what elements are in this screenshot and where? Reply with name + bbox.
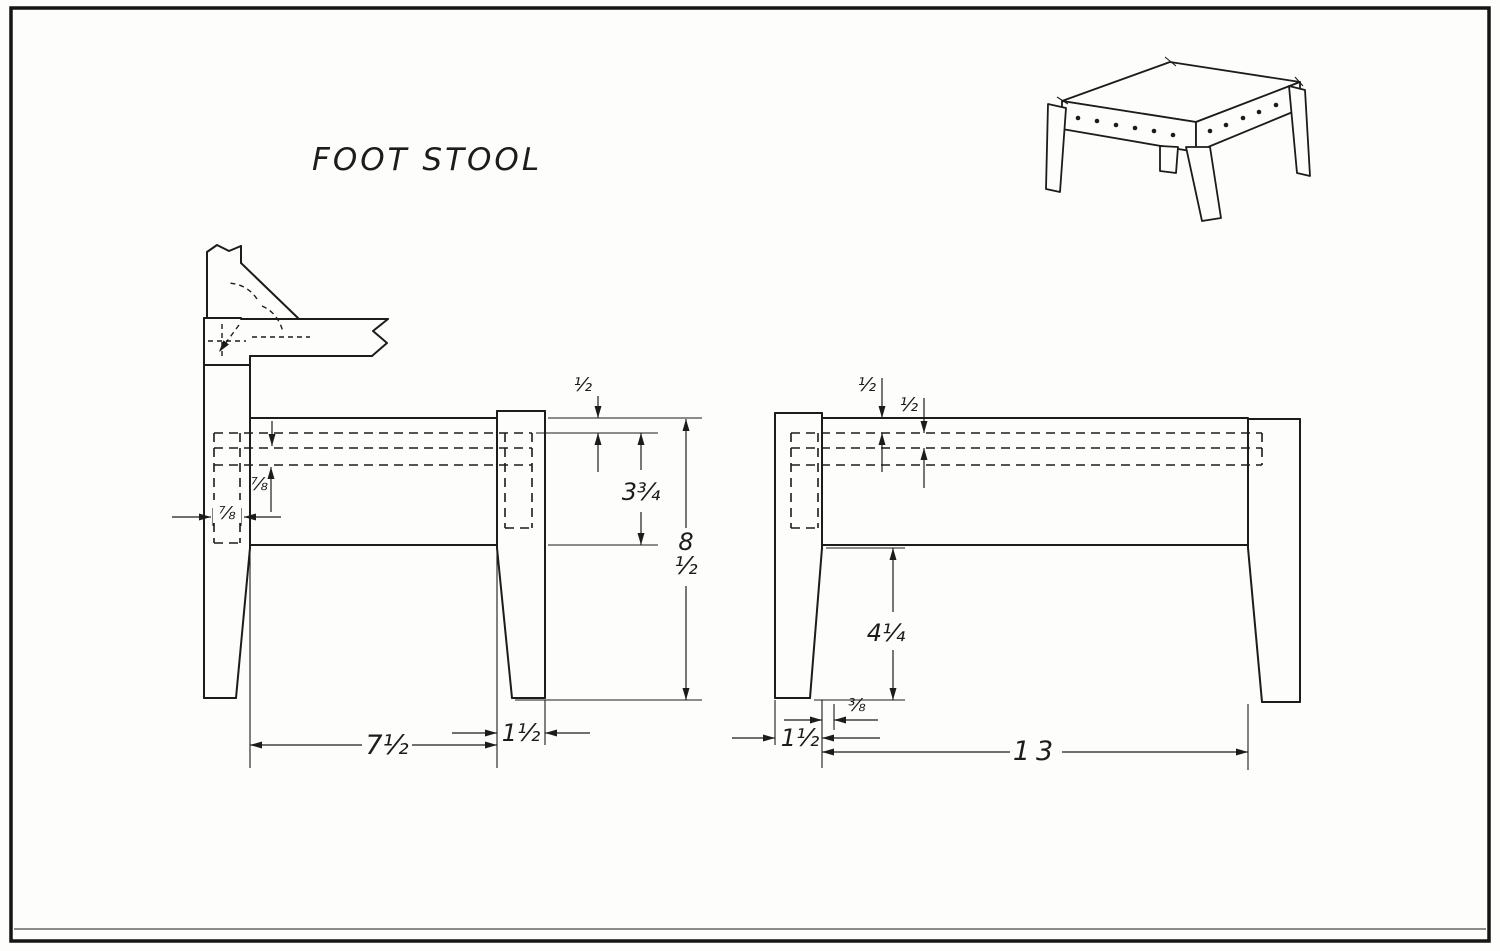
dim-label-setback-a: ½ — [858, 374, 877, 396]
dim-label-setback: ½ — [574, 374, 593, 396]
dim-label-span: 7½ — [365, 730, 408, 761]
side-elevation: ½ ½ 4¼ ⅜ 1½ 13 — [732, 374, 1301, 770]
screw-hidden-line — [227, 282, 258, 300]
border-frame — [9, 6, 1491, 943]
dim-label-offset: ⅜ — [848, 695, 866, 716]
dim-setback-half-a: ½ — [858, 374, 886, 472]
front-leg — [1185, 146, 1222, 222]
dim-span-7-1-2: 7½ — [250, 730, 497, 761]
dim-label-rail-width: 3¾ — [622, 478, 661, 506]
dim-label-leg-thickness: 1½ — [502, 719, 541, 747]
dim-label-setback-b: ½ — [900, 394, 919, 416]
dim-setback-half: ½ — [574, 374, 602, 472]
dim-label-leg-thickness: 1½ — [781, 724, 820, 752]
right-leg-outline — [1247, 418, 1301, 703]
dim-label-mortise-width: ⅞ — [218, 503, 236, 524]
break-line — [371, 318, 389, 357]
right-leg — [1288, 85, 1311, 177]
dim-label-tenon: ⅞ — [251, 474, 269, 495]
dim-offset: ⅜ — [784, 695, 878, 724]
back-leg — [1159, 145, 1179, 174]
extension-lines — [774, 547, 1249, 770]
corner-brace — [240, 262, 300, 320]
corner-joint-detail — [203, 244, 389, 366]
pictorial-sketch — [1045, 56, 1311, 222]
dim-rail-width: 3¾ — [622, 433, 661, 545]
hidden-tenon-lines — [213, 432, 533, 544]
left-leg — [1045, 103, 1067, 193]
dim-leg-thickness-left: 1½ — [452, 719, 590, 747]
dim-setback-half-b: ½ — [900, 394, 928, 488]
extension-lines — [249, 417, 702, 768]
right-leg-outline — [496, 410, 546, 699]
dim-mortise-width: ⅞ — [172, 500, 281, 526]
drawing-title: FOOT STOOL — [312, 142, 542, 178]
seat-rail-outline — [821, 417, 1249, 546]
dim-leg-clear: 4¼ — [867, 548, 906, 700]
hidden-tenon-lines — [790, 432, 1263, 529]
upholstery-tacks — [1075, 102, 1279, 138]
dim-tenon: ⅞ — [251, 421, 276, 512]
left-leg-outline — [774, 412, 823, 699]
dim-leg-thickness-right: 1½ — [732, 724, 880, 752]
seat-rail-outline — [249, 417, 498, 546]
dim-label-span: 13 — [1013, 736, 1059, 767]
dim-span-13: 13 — [822, 736, 1248, 767]
dim-label-leg-clear: 4¼ — [867, 619, 906, 647]
screw-hidden-line — [261, 305, 284, 333]
